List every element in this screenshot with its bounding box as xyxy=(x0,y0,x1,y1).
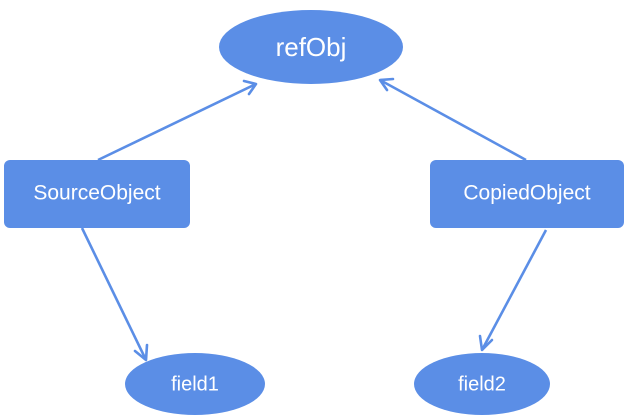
arrowhead-icon xyxy=(478,334,494,352)
sourceobject-box xyxy=(4,160,190,228)
arrowhead-icon xyxy=(133,343,149,362)
node-copiedobject[interactable]: CopiedObject xyxy=(430,160,624,228)
copiedobject-label: CopiedObject xyxy=(463,182,590,205)
edge-sourceobject-to-field1 xyxy=(80,227,149,362)
field1-ellipse xyxy=(125,353,265,415)
edge-copiedobject-to-field2 xyxy=(478,229,548,352)
field1-label: field1 xyxy=(171,373,219,395)
sourceobject-label: SourceObject xyxy=(33,182,160,205)
refobj-label: refObj xyxy=(276,32,347,62)
arrowhead-icon xyxy=(242,79,258,96)
node-refobj[interactable]: refObj xyxy=(219,10,403,84)
node-sourceobject[interactable]: SourceObject xyxy=(4,160,190,228)
node-field2[interactable]: field2 xyxy=(414,353,550,415)
edge-copiedobject-to-refobj xyxy=(378,77,527,162)
edge-sourceobject-to-refobj xyxy=(97,79,258,162)
field2-label: field2 xyxy=(458,373,506,395)
copiedobject-box xyxy=(430,160,624,228)
refobj-ellipse xyxy=(219,10,403,84)
arrowhead-icon xyxy=(378,77,395,92)
node-field1[interactable]: field1 xyxy=(125,353,265,415)
field2-ellipse xyxy=(414,353,550,415)
